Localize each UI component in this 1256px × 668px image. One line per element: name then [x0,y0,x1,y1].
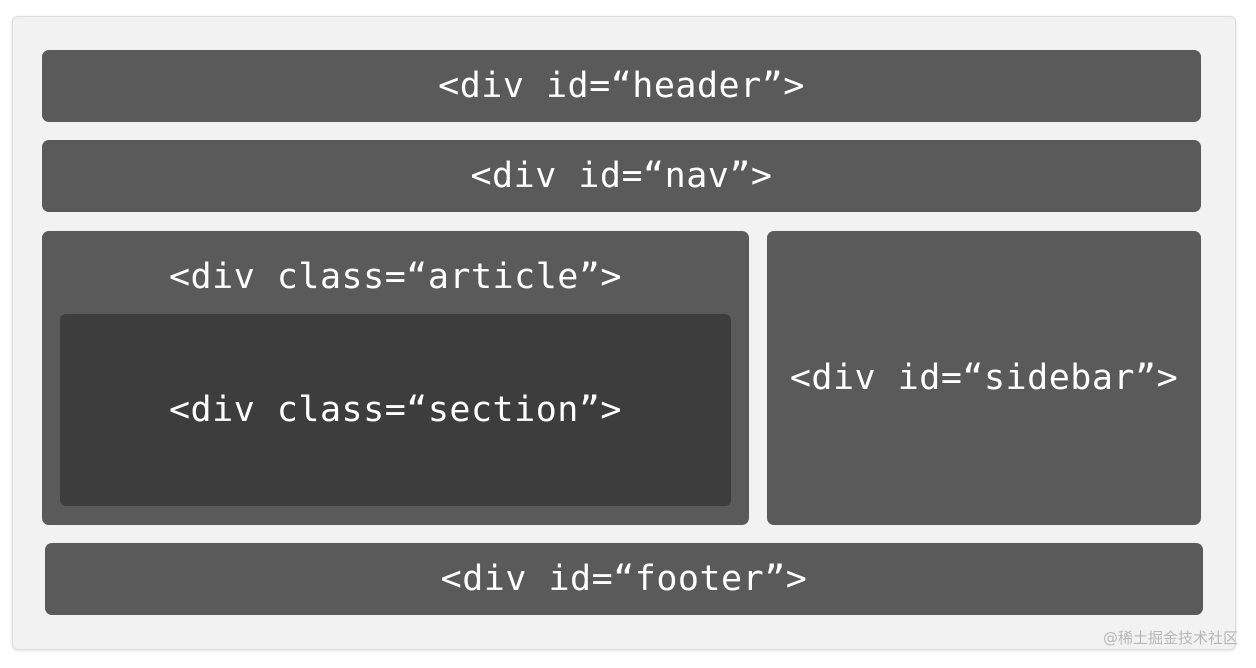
sidebar-label: <div id=“sidebar”> [789,358,1179,398]
footer-label: <div id=“footer”> [440,559,808,599]
footer-block: <div id=“footer”> [45,543,1203,615]
nav-label: <div id=“nav”> [470,156,773,196]
nav-block: <div id=“nav”> [42,140,1201,212]
sidebar-block: <div id=“sidebar”> [767,231,1201,525]
header-block: <div id=“header”> [42,50,1201,122]
article-label: <div class=“article”> [168,257,622,297]
header-label: <div id=“header”> [438,66,805,106]
watermark: @稀土掘金技术社区 [1102,629,1238,647]
section-label: <div class=“section”> [168,390,622,430]
section-block: <div class=“section”> [60,314,731,506]
article-block: <div class=“article”> <div class=“sectio… [42,231,749,525]
